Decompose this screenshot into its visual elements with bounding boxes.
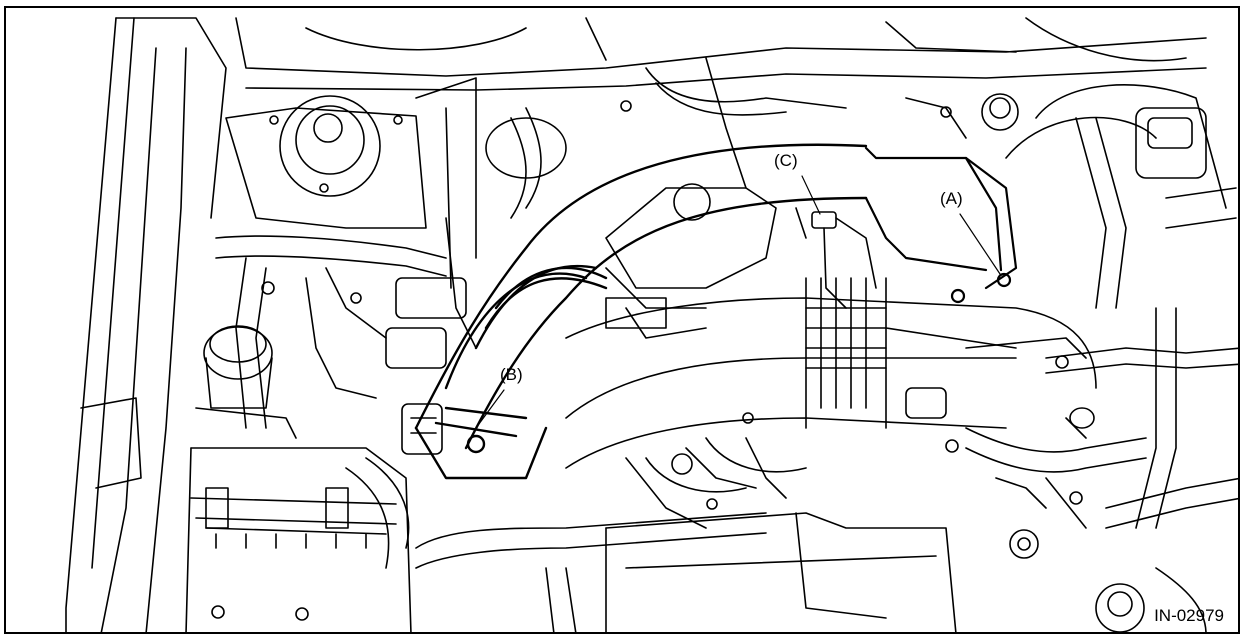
intake-manifold [565, 277, 1097, 469]
air-cleaner-box [185, 447, 412, 632]
air-intake-housing [864, 146, 1018, 304]
callout-a-label: (A) [940, 189, 963, 208]
callout-c-label: (C) [774, 151, 798, 170]
engine-top-cover [605, 183, 777, 339]
sensor-connector [345, 403, 443, 569]
reservoir-cap [195, 325, 297, 439]
intake-duct [414, 143, 868, 480]
lower-pipes [415, 437, 1039, 632]
upper-hoses [485, 57, 967, 219]
strut-tower [225, 77, 477, 289]
callout-leaders [475, 175, 1001, 429]
right-side-hoses [965, 307, 1238, 632]
callout-b-label: (B) [500, 365, 523, 384]
left-fender [65, 17, 227, 632]
figure-id: IN-02979 [1154, 606, 1224, 625]
bypass-hose [625, 412, 959, 529]
engine-bay-illustration [65, 17, 1238, 632]
wiring-harness [215, 217, 477, 429]
diagram-frame: (A) (C) (B) IN-02979 [4, 6, 1240, 634]
brake-booster [981, 84, 1237, 309]
sensor-bracket [795, 207, 877, 309]
cowl-panel [235, 17, 1207, 91]
